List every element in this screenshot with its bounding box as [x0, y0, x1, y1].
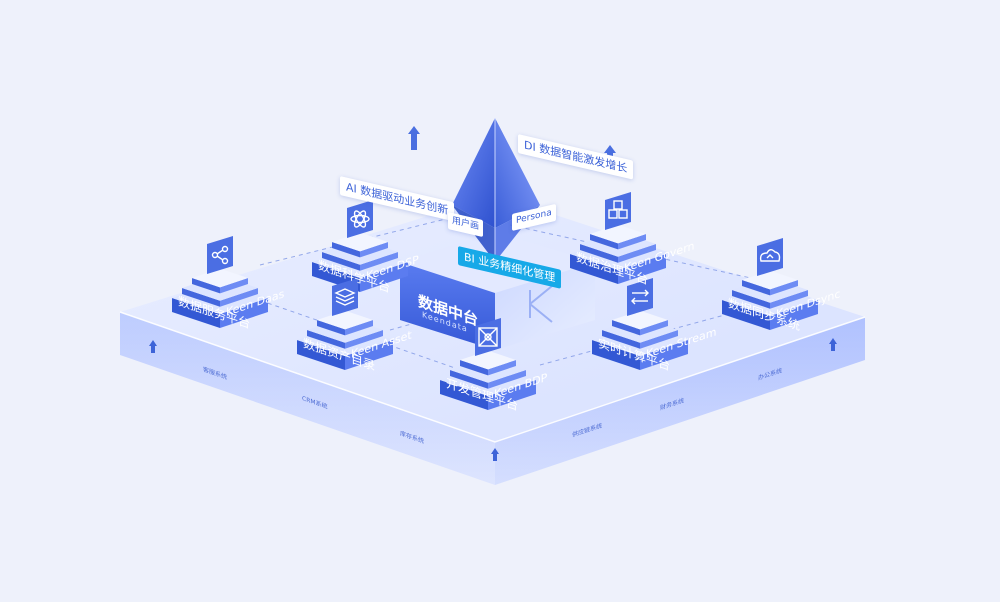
atom-icon: [350, 210, 370, 228]
cubes-icon: [608, 200, 628, 219]
module-tier-top: [317, 310, 373, 330]
transfer-arrows-icon: [631, 289, 649, 305]
module-tier-right: [640, 320, 668, 336]
k-logo-icon: [529, 285, 553, 323]
module-tier-right: [618, 244, 656, 263]
module-tier-right: [345, 320, 373, 336]
module-tier-left: [602, 330, 640, 349]
module-tier-left: [450, 370, 488, 389]
module-tier-right: [640, 330, 678, 349]
module-tier-left: [580, 244, 618, 263]
cloud-sync-icon: [759, 249, 781, 262]
center-block-front: [400, 262, 495, 350]
pyramid-right-face: [495, 118, 540, 228]
module-tier-left: [742, 280, 770, 296]
module-icon-card: [605, 192, 631, 230]
up-arrow-icon: [149, 338, 837, 461]
module-tier-right: [618, 234, 646, 250]
network-grid-icon: [478, 327, 498, 347]
module-tier-right: [618, 254, 666, 284]
layers-icon: [334, 288, 356, 306]
module-icon-card: [207, 236, 233, 274]
module-tier-left: [732, 290, 770, 309]
center-block-right: [495, 262, 595, 350]
module-tier-right: [640, 340, 688, 370]
module-icon-card: [347, 200, 373, 238]
module-tier-left: [172, 298, 220, 328]
module-tier-right: [360, 262, 408, 292]
base-slab-edge: [119, 311, 866, 443]
module-block-dsp: [312, 200, 408, 292]
module-tier-left: [322, 252, 360, 271]
module-icon-card: [627, 278, 653, 316]
module-tier-top: [742, 270, 798, 290]
base-slab-right-side: [495, 317, 865, 485]
module-tier-right: [220, 298, 268, 328]
share-nodes-icon: [211, 245, 229, 265]
module-block-dsync: [722, 238, 818, 330]
module-tier-right: [770, 290, 808, 309]
module-tier-right: [770, 280, 798, 296]
module-tier-right: [770, 300, 818, 330]
module-tier-left: [460, 360, 488, 376]
module-tier-right: [360, 252, 398, 271]
module-block-daas: [172, 236, 268, 328]
module-tier-right: [220, 278, 248, 294]
module-group: [172, 192, 818, 410]
module-block-bdp: [440, 318, 536, 410]
module-block-govern: [570, 192, 666, 284]
module-tier-left: [307, 330, 345, 349]
pyramid-left-face: [452, 118, 495, 228]
base-slab-left-side: [120, 312, 495, 485]
module-tier-right: [345, 340, 393, 370]
module-tier-top: [612, 310, 668, 330]
module-tier-top: [332, 232, 388, 252]
module-icon-card: [757, 238, 783, 276]
module-tier-left: [182, 288, 220, 307]
module-tier-top: [590, 224, 646, 244]
module-tier-right: [488, 380, 536, 410]
module-tier-right: [360, 242, 388, 258]
module-tier-left: [440, 380, 488, 410]
module-block-stream: [592, 278, 688, 370]
module-tier-left: [722, 300, 770, 330]
module-tier-left: [570, 254, 618, 284]
module-tier-left: [590, 234, 618, 250]
module-tier-right: [488, 370, 526, 389]
module-tier-right: [488, 360, 516, 376]
module-tier-top: [192, 268, 248, 288]
module-tier-left: [332, 242, 360, 258]
module-tier-right: [220, 288, 258, 307]
module-tier-left: [192, 278, 220, 294]
module-tier-left: [612, 320, 640, 336]
module-tier-left: [317, 320, 345, 336]
module-tier-left: [592, 340, 640, 370]
module-tier-right: [345, 330, 383, 349]
module-tier-top: [460, 350, 516, 370]
module-tier-left: [297, 340, 345, 370]
module-block-asset: [297, 278, 393, 370]
